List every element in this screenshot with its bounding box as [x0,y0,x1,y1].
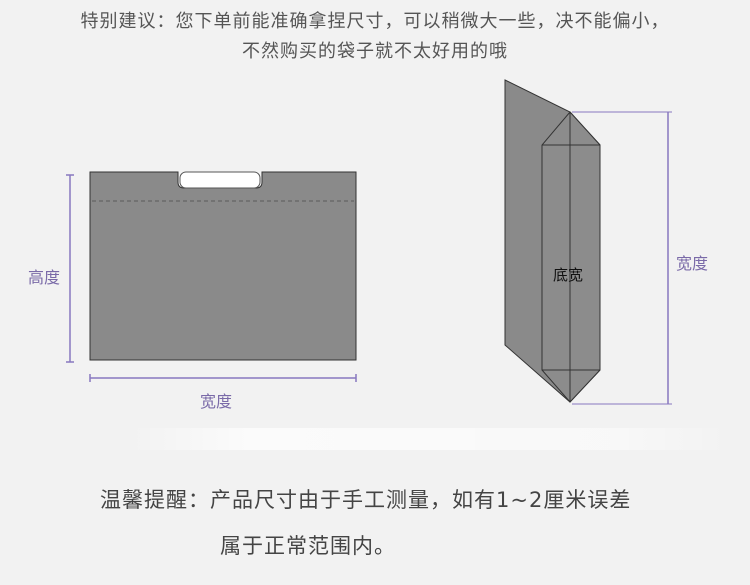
front-width-label: 宽度 [200,392,233,411]
front-bag-handle-hole [179,171,261,189]
reminder-line-2: 属于正常范围内。 [220,534,396,558]
front-height-label: 高度 [28,268,61,287]
side-bag [504,79,601,403]
front-height-dimension [66,174,74,363]
side-width-dimension [572,111,672,405]
advice-line-1: 特别建议：您下单前能准确拿捏尺寸，可以稍微大一些，决不能偏小， [80,11,670,32]
background-smudge [130,428,730,450]
side-bag-gusset [541,111,601,403]
front-bag [89,171,357,361]
front-width-dimension [89,374,357,382]
side-bottom-width-label: 底宽 [553,266,584,284]
advice-line-2: 不然购买的袋子就不太好用的哦 [242,41,508,62]
side-width-label: 宽度 [676,254,709,273]
reminder-line-1: 温馨提醒：产品尺寸由于手工测量，如有1~2厘米误差 [100,488,632,512]
front-bag-body [89,171,357,361]
